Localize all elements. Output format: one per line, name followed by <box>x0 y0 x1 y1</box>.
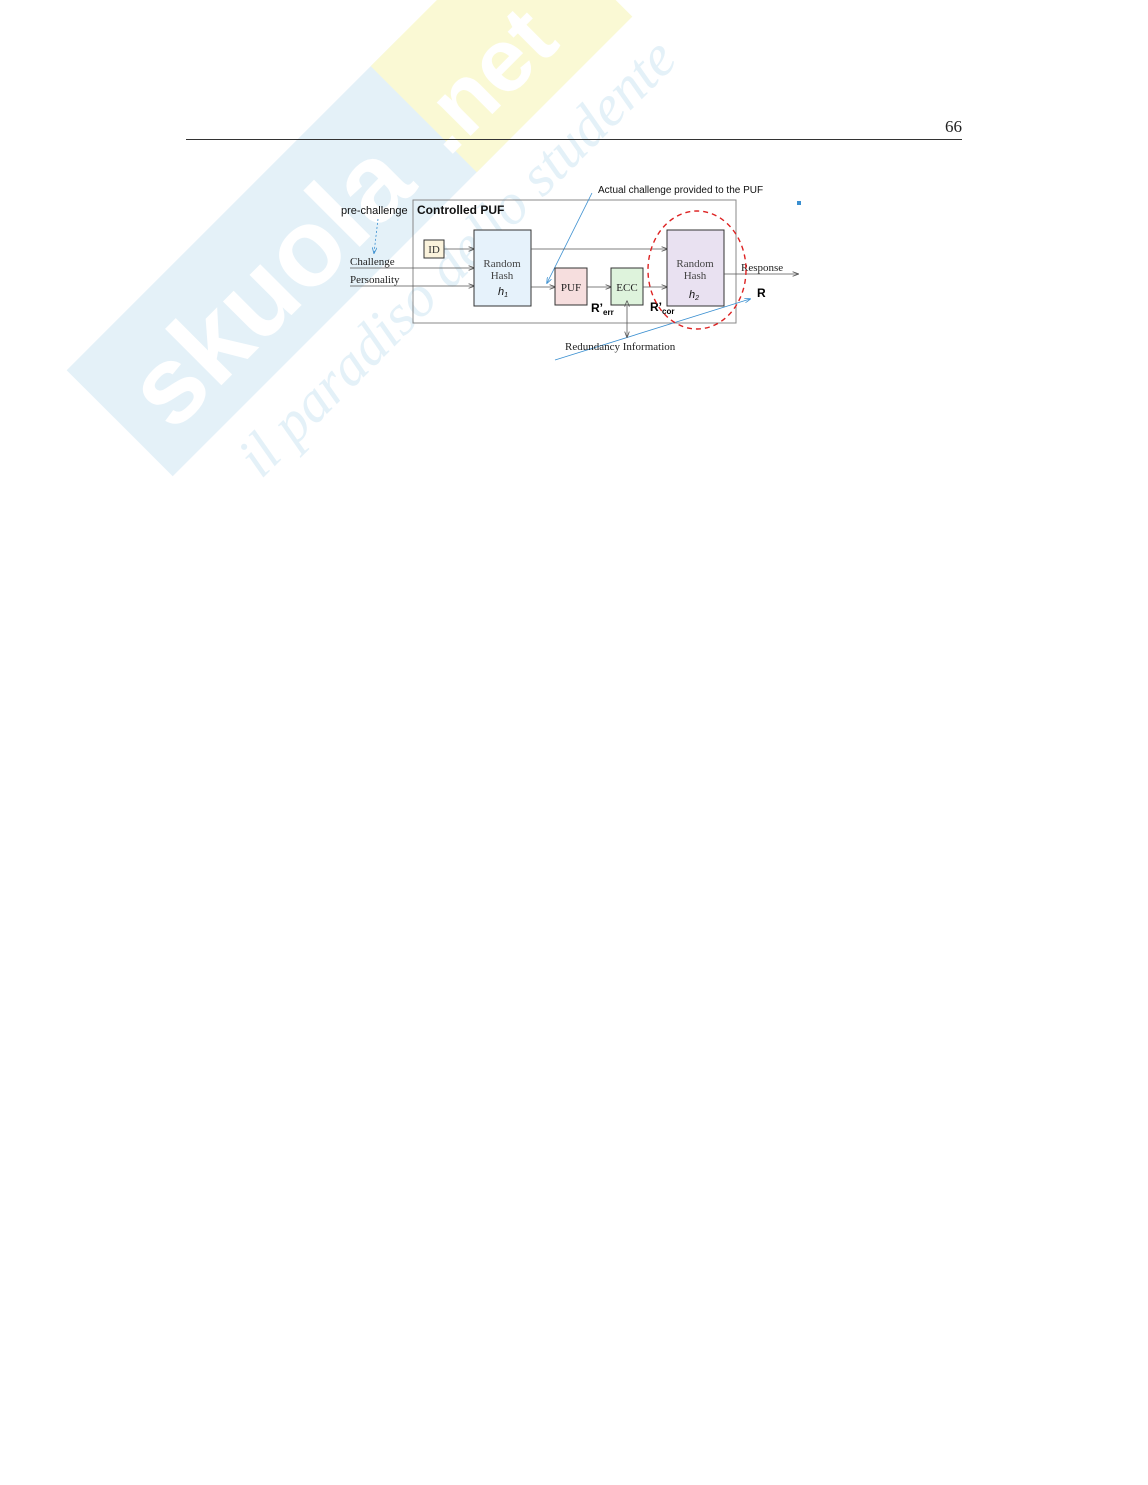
watermark-banner-yellow <box>370 0 633 173</box>
personality-label: Personality <box>350 274 400 286</box>
hash1-symbol: h1 <box>498 286 508 299</box>
response-label: Response <box>741 262 783 274</box>
pre-challenge-label: pre-challenge <box>341 205 408 217</box>
watermark-banner-blue <box>66 37 506 477</box>
actual-challenge-label: Actual challenge provided to the PUF <box>598 185 763 196</box>
ecc-label: ECC <box>616 282 637 294</box>
r-cor-main: R’ <box>650 300 662 314</box>
page-number: 66 <box>945 117 962 136</box>
r-cor-label: R’cor <box>650 300 674 316</box>
h2-highlight-ellipse <box>647 210 747 330</box>
pre-challenge-arrow <box>374 218 379 253</box>
puf-label: PUF <box>561 282 581 294</box>
response-r-arrow <box>554 299 750 361</box>
r-cor-sub: cor <box>662 307 674 316</box>
puf-block <box>554 267 588 306</box>
r-err-sub: err <box>603 308 614 317</box>
redundancy-label: Redundancy Information <box>565 341 676 353</box>
hash1-line1: Random <box>483 258 521 270</box>
controlled-puf-diagram: pre-challenge Controlled PUF Actual chal… <box>341 185 801 361</box>
controlled-puf-box <box>412 199 737 324</box>
hash2-line2: Hash <box>684 270 707 282</box>
id-label: ID <box>428 244 440 256</box>
hash2-sub: 2 <box>694 295 699 302</box>
hash1-sub: 1 <box>504 292 508 299</box>
r-output-label: R <box>757 286 766 300</box>
blue-marker-square <box>797 201 801 205</box>
random-hash-h2-block <box>666 229 725 307</box>
r-err-label: R’err <box>591 301 614 317</box>
r-err-main: R’ <box>591 301 603 315</box>
controlled-puf-title: Controlled PUF <box>417 203 504 217</box>
challenge-label: Challenge <box>350 256 395 268</box>
hash1-sym: h <box>498 286 504 298</box>
hash2-sym: h <box>689 289 695 301</box>
random-hash-h1-block <box>473 229 532 307</box>
hash1-line2: Hash <box>491 270 514 282</box>
hash2-symbol: h2 <box>689 289 699 302</box>
header-rule <box>186 139 962 140</box>
hash2-line1: Random <box>676 258 714 270</box>
